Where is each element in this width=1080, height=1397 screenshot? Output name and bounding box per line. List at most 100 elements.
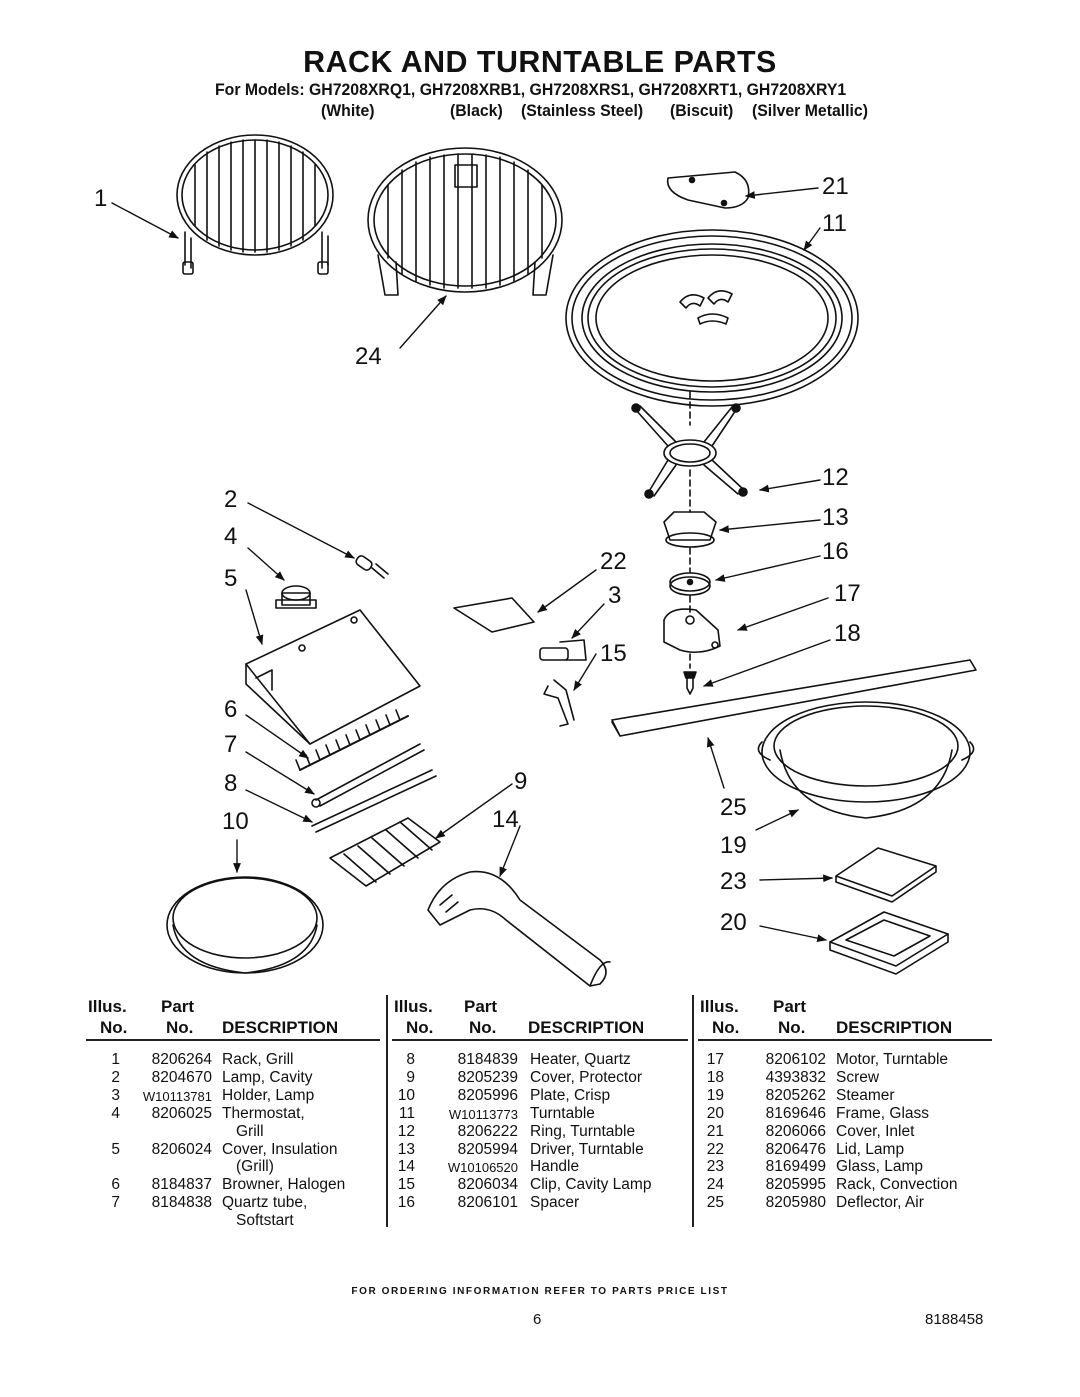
illus-number: 23 <box>706 1158 724 1176</box>
illus-number: 18 <box>706 1068 724 1086</box>
illus-number: 10 <box>397 1086 415 1104</box>
part-description: Spacer <box>530 1194 580 1212</box>
document-number: 8188458 <box>925 1311 984 1328</box>
screw-part <box>683 671 697 695</box>
halogen-browner-part <box>295 709 409 771</box>
illus-number: 16 <box>397 1194 415 1212</box>
illus-number: 4 <box>111 1104 120 1122</box>
color-white: (White) <box>321 101 375 120</box>
lamp-clip-part <box>543 679 575 727</box>
part-description: Ring, Turntable <box>530 1122 636 1140</box>
illus-number: 15 <box>397 1176 415 1194</box>
grill-rack-part <box>176 134 334 275</box>
column-divider <box>692 995 694 1227</box>
part-description: Holder, Lamp <box>222 1086 315 1104</box>
turntable-part <box>565 229 859 407</box>
callout-5: 5 <box>224 565 238 592</box>
part-description: Turntable <box>530 1104 595 1122</box>
header-illus-no: No. <box>100 1018 128 1037</box>
illus-number: 7 <box>111 1194 120 1212</box>
illus-number: 25 <box>706 1194 724 1212</box>
header-part: Part <box>161 997 195 1016</box>
illus-number: 9 <box>406 1068 415 1086</box>
part-description: Screw <box>836 1068 880 1086</box>
part-description: Deflector, Air <box>836 1194 924 1212</box>
header-illus: Illus. <box>394 997 433 1016</box>
page-title: RACK AND TURNTABLE PARTS <box>303 44 777 79</box>
callout-leaders <box>111 187 833 943</box>
header-part-no: No. <box>166 1018 194 1037</box>
part-number: 8206264 <box>151 1051 212 1068</box>
quartz-heater-part <box>311 769 437 833</box>
header-rule <box>86 1039 380 1041</box>
callout-14: 14 <box>492 806 519 833</box>
callout-19: 19 <box>720 832 747 859</box>
part-number: W10113781 <box>142 1088 212 1104</box>
part-description: Handle <box>530 1158 580 1176</box>
lamp-glass-part <box>835 847 937 903</box>
lamp-lid-part <box>453 597 535 633</box>
color-stainless: (Stainless Steel) <box>521 101 644 120</box>
illus-number: 6 <box>111 1176 120 1194</box>
glass-frame-part <box>829 911 949 975</box>
part-number: 8184839 <box>457 1051 518 1068</box>
header-illus-no: No. <box>712 1018 740 1037</box>
illus-number: 1 <box>111 1051 120 1068</box>
part-number: 8169499 <box>765 1158 826 1176</box>
part-number: W10106520 <box>447 1160 518 1176</box>
callout-12: 12 <box>822 464 849 491</box>
illus-number: 22 <box>706 1140 724 1158</box>
header-description: DESCRIPTION <box>222 1018 339 1037</box>
turntable-ring-part <box>631 391 748 513</box>
part-description: Cover, Inlet <box>836 1122 915 1140</box>
part-description: Grill <box>236 1122 264 1140</box>
illus-number: 20 <box>706 1104 724 1122</box>
convection-rack-part <box>367 147 563 296</box>
header-illus: Illus. <box>88 997 127 1016</box>
header-rule <box>698 1039 992 1041</box>
illus-number: 14 <box>397 1158 415 1176</box>
part-number: 4393832 <box>765 1068 826 1086</box>
part-number: 8205239 <box>457 1068 518 1086</box>
lamp-holder-part <box>539 639 587 661</box>
callout-8: 8 <box>224 770 238 797</box>
part-number: 8205994 <box>457 1140 518 1158</box>
part-description: Driver, Turntable <box>530 1140 644 1158</box>
insulation-cover-part <box>245 609 421 745</box>
callout-22: 22 <box>600 548 627 575</box>
steamer-part <box>757 701 975 819</box>
header-illus: Illus. <box>700 997 739 1016</box>
column-divider <box>386 995 388 1227</box>
part-description: Thermostat, <box>222 1104 305 1122</box>
part-description: Rack, Grill <box>222 1051 294 1068</box>
models-line: For Models: GH7208XRQ1, GH7208XRB1, GH72… <box>215 80 847 99</box>
part-description: (Grill) <box>236 1158 274 1176</box>
illus-number: 5 <box>111 1140 120 1158</box>
part-number: 8169646 <box>765 1104 826 1122</box>
part-description: Glass, Lamp <box>836 1158 924 1176</box>
part-description: Plate, Crisp <box>530 1086 611 1104</box>
illus-number: 13 <box>397 1140 415 1158</box>
illus-number: 3 <box>111 1086 120 1104</box>
page-number: 6 <box>533 1311 542 1328</box>
part-number: 8206034 <box>457 1176 518 1194</box>
part-number: 8206066 <box>765 1122 826 1140</box>
callout-6: 6 <box>224 696 238 723</box>
callout-7: 7 <box>224 731 238 758</box>
illus-number: 8 <box>406 1051 415 1068</box>
callout-24: 24 <box>355 343 382 370</box>
part-description: Lamp, Cavity <box>222 1068 313 1086</box>
callout-20: 20 <box>720 909 747 936</box>
callout-10: 10 <box>222 808 249 835</box>
header-part-no: No. <box>778 1018 806 1037</box>
part-description: Lid, Lamp <box>836 1140 905 1158</box>
callout-16: 16 <box>822 538 849 565</box>
callout-3: 3 <box>608 582 622 609</box>
part-number: 8205996 <box>457 1086 518 1104</box>
illus-number: 24 <box>706 1176 724 1194</box>
callout-1: 1 <box>94 185 108 212</box>
crisp-plate-part <box>166 876 324 974</box>
illus-number: 12 <box>397 1122 415 1140</box>
exploded-parts-diagram <box>111 134 977 987</box>
illus-number: 2 <box>111 1068 120 1086</box>
